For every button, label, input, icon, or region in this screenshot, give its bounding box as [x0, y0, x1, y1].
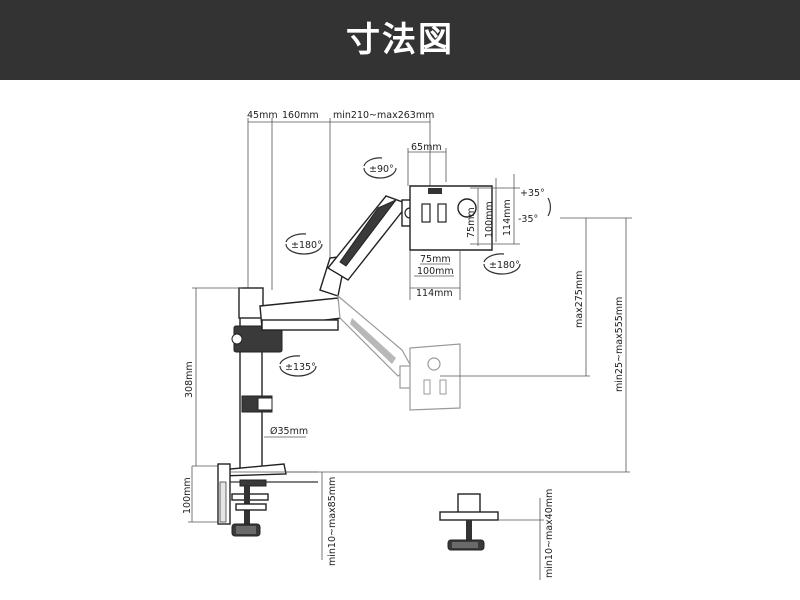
upper-arm-lowered	[337, 294, 417, 389]
top-dimension-lines	[247, 118, 447, 292]
label-arm-height: max275mm	[574, 271, 585, 328]
page-title: 寸法図	[346, 20, 454, 60]
lower-arm	[231, 297, 343, 353]
label-swivel-90: ±90°	[369, 164, 394, 175]
label-swivel-135: ±135°	[285, 362, 316, 373]
label-vesa-75-h: 75mm	[466, 207, 477, 238]
label-45mm: 45mm	[247, 110, 278, 121]
label-vesa-100-h: 100mm	[484, 201, 495, 238]
rotation-icon-180-plate	[483, 253, 521, 275]
label-clamp-range: min10~max85mm	[327, 477, 338, 566]
label-rotate-180: ±180°	[489, 260, 520, 271]
label-vesa-height: min25~max555mm	[614, 297, 625, 392]
header-bar: 寸法図	[0, 0, 800, 80]
tilt-arc-icon	[547, 197, 552, 217]
upper-arm-raised	[319, 195, 417, 297]
desk-clamp	[217, 463, 318, 537]
label-clamp-height: 100mm	[182, 477, 193, 514]
label-grommet-range: min10~max40mm	[544, 489, 555, 578]
label-160mm: 160mm	[282, 110, 319, 121]
label-65mm: 65mm	[411, 142, 442, 153]
label-tilt-plus: +35°	[520, 188, 545, 199]
label-tilt-minus: -35°	[518, 214, 538, 225]
label-reach: min210~max263mm	[333, 110, 434, 121]
vesa-dimension-lines	[409, 174, 520, 300]
label-vesa-75-w: 75mm	[420, 254, 451, 265]
rotation-icon-90	[363, 157, 397, 179]
vesa-plate-raised	[409, 185, 493, 251]
label-pole-diameter: Ø35mm	[270, 426, 308, 437]
rotation-icon-180-arm	[285, 233, 323, 255]
label-vesa-114-w: 114mm	[416, 288, 453, 299]
rotation-icon-135	[279, 355, 317, 377]
grommet-mount	[439, 493, 499, 551]
vesa-plate-lowered	[409, 343, 461, 411]
label-pole-height: 308mm	[184, 361, 195, 398]
label-vesa-100-w: 100mm	[417, 266, 454, 277]
label-vesa-114-h: 114mm	[502, 199, 513, 236]
label-swivel-180: ±180°	[291, 240, 322, 251]
